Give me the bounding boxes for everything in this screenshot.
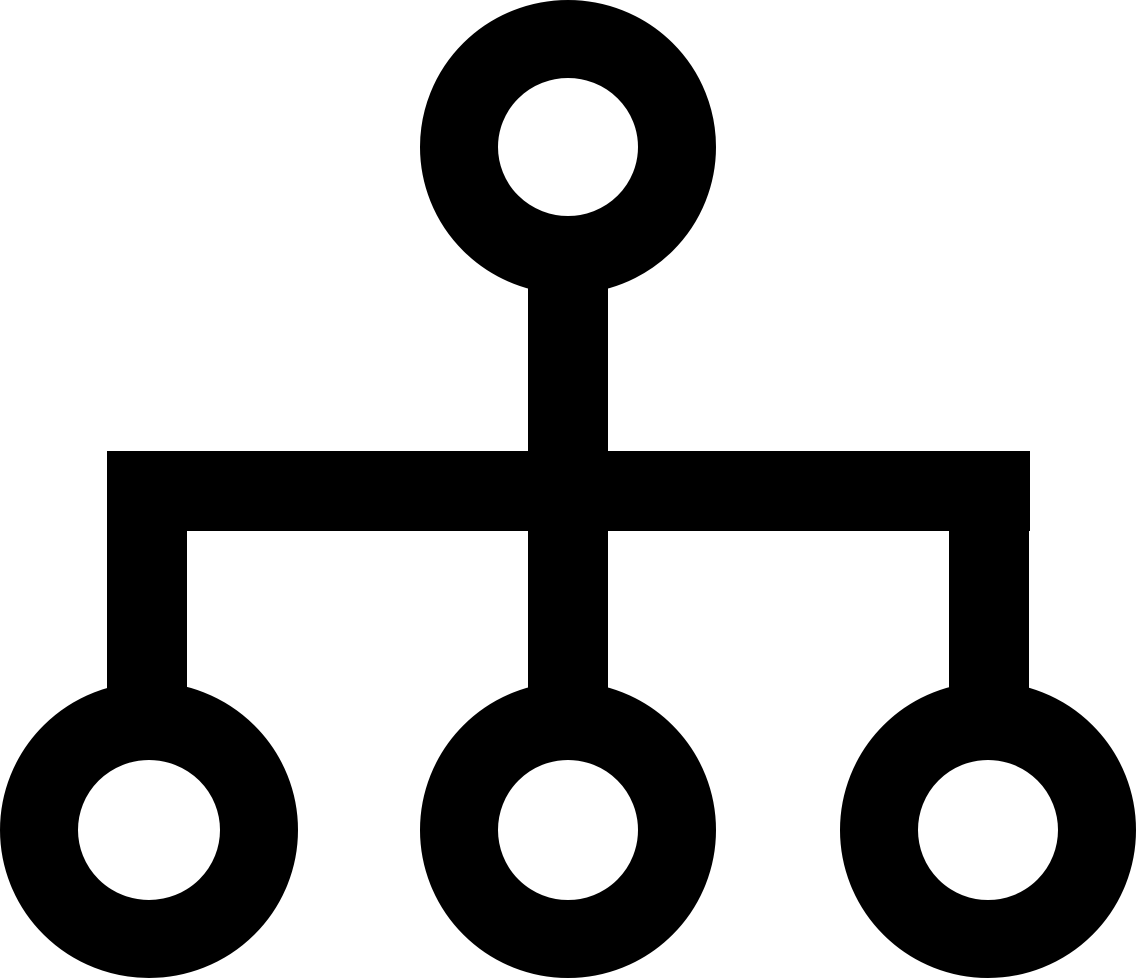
node-child-center: [420, 682, 716, 978]
node-root: [420, 0, 716, 294]
connector-lines: [107, 280, 1030, 700]
node-child-left: [0, 682, 298, 978]
node-child-right: [840, 682, 1136, 978]
